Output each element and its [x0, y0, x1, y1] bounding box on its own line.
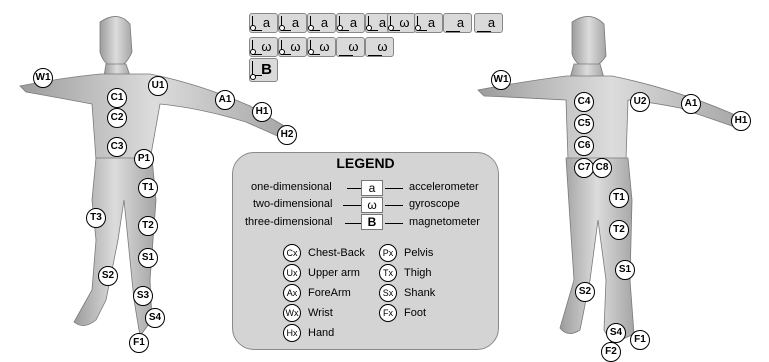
sensor-chip: ω: [278, 37, 307, 57]
marker-front-f1: F1: [129, 333, 149, 353]
legend-dimension-right: accelerometer: [409, 181, 479, 193]
marker-front-w1: W1: [33, 68, 53, 88]
marker-back-c6: C6: [574, 136, 594, 156]
legend-location-code: Fx: [379, 304, 397, 322]
marker-back-t1: T1: [609, 188, 629, 208]
sensor-chip: ω: [307, 37, 336, 57]
legend-dimension-right: magnetometer: [409, 216, 480, 228]
legend-location-label: Shank: [404, 287, 436, 299]
sensor-chip: a: [249, 13, 278, 33]
marker-back-t2: T2: [609, 220, 629, 240]
marker-back-f1: F1: [630, 330, 650, 350]
legend-location-label: Pelvis: [404, 247, 434, 259]
legend-location-code: Hx: [283, 324, 301, 342]
connector: [385, 205, 403, 206]
legend-dimension-symbol: ω: [361, 197, 383, 213]
legend-dimension-left: two-dimensional: [253, 198, 333, 210]
sensor-chip: B: [249, 58, 278, 82]
marker-back-s2: S2: [575, 282, 595, 302]
marker-back-c4: C4: [574, 92, 594, 112]
legend-location-code: Ax: [283, 284, 301, 302]
marker-front-h1: H1: [252, 102, 272, 122]
sensor-chip: a: [443, 13, 472, 33]
marker-front-p1: P1: [134, 149, 154, 169]
marker-back-c7: C7: [574, 158, 594, 178]
legend-dimension-symbol: B: [361, 214, 383, 230]
marker-front-s2: S2: [98, 266, 118, 286]
legend-dimension-symbol: a: [361, 180, 383, 196]
sensor-chip: ω: [336, 37, 365, 57]
legend-location-code: Cx: [283, 244, 301, 262]
legend-location-label: Thigh: [404, 267, 432, 279]
marker-front-t1: T1: [138, 178, 158, 198]
marker-front-s1: S1: [138, 248, 158, 268]
marker-back-h1: H1: [731, 111, 751, 131]
marker-front-h2: H2: [277, 125, 297, 145]
legend-location-code: Tx: [379, 264, 397, 282]
connector: [345, 223, 361, 224]
marker-back-s1: S1: [615, 260, 635, 280]
marker-back-w1: W1: [491, 70, 511, 90]
marker-back-f2: F2: [601, 342, 621, 362]
marker-front-s4: S4: [145, 308, 165, 328]
back-body: [477, 16, 745, 345]
marker-front-u1: U1: [148, 76, 168, 96]
connector: [343, 205, 361, 206]
marker-front-t3: T3: [86, 208, 106, 228]
legend-location-label: Upper arm: [308, 267, 360, 279]
marker-front-s3: S3: [133, 286, 153, 306]
legend-location-label: Wrist: [308, 307, 333, 319]
marker-front-c3: C3: [107, 137, 127, 157]
legend-location-code: Px: [379, 244, 397, 262]
legend-location-label: Hand: [308, 327, 335, 339]
legend-location-code: Wx: [283, 304, 301, 322]
marker-front-a1: A1: [215, 90, 235, 110]
sensor-chip: a: [278, 13, 307, 33]
marker-front-c1: C1: [107, 88, 127, 108]
marker-front-t2: T2: [138, 216, 158, 236]
marker-back-c5: C5: [574, 114, 594, 134]
legend-location-label: Chest-Back: [308, 247, 365, 259]
sensor-chip: ω: [249, 37, 278, 57]
connector: [385, 188, 403, 189]
connector: [347, 188, 373, 189]
legend-dimension-left: three-dimensional: [245, 216, 333, 228]
legend-dimension-right: gyroscope: [409, 198, 460, 210]
legend-location-label: Foot: [404, 307, 427, 319]
marker-front-c2: C2: [107, 108, 127, 128]
connector: [385, 223, 403, 224]
marker-back-u2: U2: [630, 92, 650, 112]
sensor-chip: a: [474, 13, 503, 33]
legend-location-code: Sx: [379, 284, 397, 302]
sensor-chip: a: [307, 13, 336, 33]
legend-dimension-left: one-dimensional: [251, 181, 332, 193]
sensor-chip: a: [336, 13, 365, 33]
legend-location-label: ForeArm: [308, 287, 351, 299]
sensor-chip: ω: [365, 37, 394, 57]
sensor-chip: a: [414, 13, 443, 33]
legend-box: LEGEND one-dimensional a accelerometer t…: [232, 152, 499, 350]
legend-location-code: Ux: [283, 264, 301, 282]
marker-back-c8: C8: [592, 158, 612, 178]
sensor-chip: ω: [387, 13, 416, 33]
marker-back-s4: S4: [606, 323, 626, 343]
marker-back-a1: A1: [681, 94, 701, 114]
legend-title: LEGEND: [336, 155, 395, 171]
